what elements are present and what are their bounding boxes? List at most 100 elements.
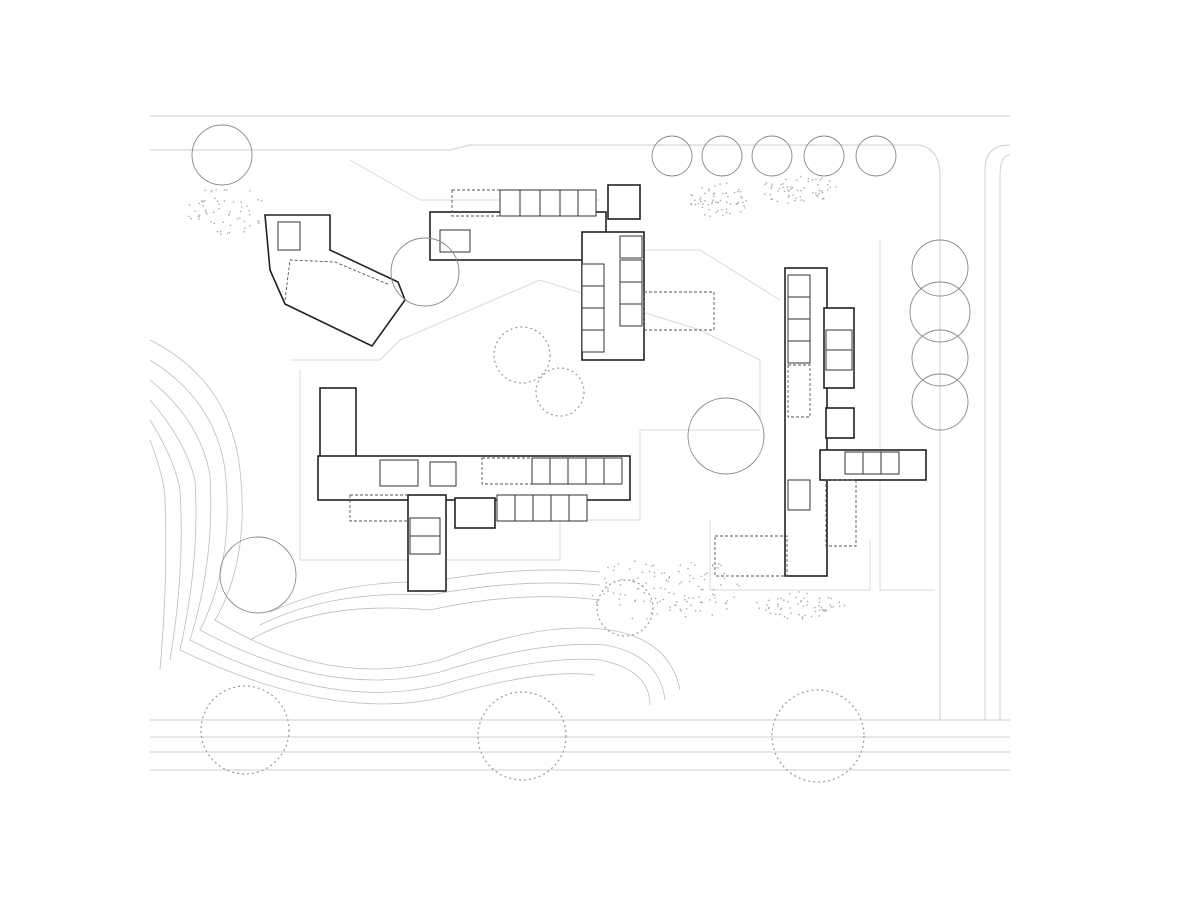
shrub-dot	[204, 189, 206, 192]
shrub-dot	[816, 195, 819, 197]
shrub-dot	[814, 610, 817, 613]
shrub-dot	[721, 214, 724, 217]
shrub-dot	[663, 571, 666, 574]
shrub-dot	[198, 215, 200, 218]
shrub-dot	[729, 202, 732, 205]
shrub-dot	[188, 215, 190, 218]
shrub-dot	[795, 596, 797, 598]
shrub-dot	[769, 193, 771, 196]
shrub-dot	[737, 201, 740, 204]
shrub-dot	[607, 588, 609, 590]
shrub-dot	[727, 195, 729, 198]
shrub-dot	[725, 208, 728, 210]
shrub-dot	[595, 601, 598, 604]
shrub-dot	[689, 202, 692, 205]
shrub-dot	[787, 202, 790, 204]
shrub-dot	[689, 574, 691, 577]
shrub-dot	[222, 221, 225, 223]
shrub-dot	[205, 211, 207, 214]
building-central	[317, 387, 631, 592]
shrub-dot	[591, 594, 594, 597]
shrub-dot	[238, 217, 241, 219]
shrub-dot	[700, 197, 702, 199]
shrub-dot	[716, 201, 719, 204]
shrub-dot	[767, 607, 770, 610]
shrub-dot	[210, 189, 213, 192]
shrub-dot	[786, 617, 789, 620]
shrub-dot	[713, 594, 716, 596]
shrub-dot	[228, 231, 231, 234]
shrub-dot	[643, 591, 646, 594]
shrub-dot	[806, 604, 808, 606]
tree-icon	[911, 329, 969, 387]
shrub-stipple	[188, 175, 846, 620]
shrub-dot	[636, 588, 639, 590]
shrub-dot	[765, 609, 767, 611]
tree-icon	[911, 239, 969, 297]
tree-icon	[751, 135, 793, 177]
shrub-dot	[800, 600, 803, 602]
shrub-dot	[769, 612, 772, 615]
shrub-dot	[219, 230, 222, 233]
shrub-dot	[792, 194, 794, 196]
shrub-dot	[828, 180, 831, 182]
shrub-dot	[632, 580, 634, 583]
shrub-dot	[720, 564, 722, 567]
shrub-dot	[645, 582, 647, 584]
shrub-dot	[239, 210, 242, 213]
shrub-dot	[257, 220, 260, 223]
shrub-dot	[673, 593, 675, 595]
shrub-dot	[694, 564, 696, 566]
shrub-dot	[216, 200, 219, 203]
shrub-dot	[703, 192, 706, 195]
shrub-dot	[220, 233, 222, 236]
shrub-dot	[725, 211, 728, 214]
shrub-dot	[763, 193, 766, 195]
shrub-dot	[244, 227, 246, 229]
shrub-dot	[806, 592, 808, 595]
shrub-dot	[257, 198, 260, 201]
shrub-dot	[619, 593, 622, 596]
shrub-dot	[708, 208, 710, 211]
shrub-dot	[701, 206, 704, 209]
shrub-dot	[692, 597, 694, 600]
shrub-dot	[812, 191, 814, 194]
shrub-dot	[708, 188, 710, 190]
shrub-dot	[764, 183, 767, 186]
shrub-dot	[702, 203, 704, 205]
shrub-dot	[646, 618, 648, 620]
shrub-dot	[697, 585, 700, 588]
shrub-dot	[634, 560, 636, 562]
shrub-dot	[686, 600, 689, 603]
shrub-dot	[607, 590, 609, 593]
shrub-dot	[798, 591, 800, 593]
shrub-dot	[675, 604, 677, 607]
shrub-dot	[821, 190, 823, 192]
shrub-dot	[766, 604, 768, 607]
shrub-dot	[740, 195, 742, 198]
shrub-dot	[624, 594, 626, 596]
shrub-dot	[814, 192, 817, 195]
shrub-dot	[667, 580, 670, 583]
shrub-dot	[721, 208, 723, 211]
shrub-dot	[712, 564, 714, 566]
tree-icon	[535, 367, 585, 417]
shrub-dot	[243, 220, 246, 223]
shrub-dot	[788, 592, 791, 595]
shrub-dot	[802, 605, 805, 607]
shrub-dot	[782, 186, 784, 189]
shrub-dot	[656, 613, 659, 615]
shrub-dot	[770, 185, 773, 188]
tree-icon	[493, 326, 551, 384]
shrub-dot	[820, 177, 823, 180]
contour-lines	[149, 339, 681, 706]
shrub-dot	[212, 211, 215, 214]
shrub-dot	[721, 192, 724, 195]
shrub-dot	[656, 601, 659, 604]
shrub-dot	[727, 575, 730, 577]
shrub-dot	[830, 597, 832, 600]
shrub-dot	[719, 199, 722, 202]
shrub-dot	[829, 186, 832, 189]
shrub-dot	[243, 230, 245, 233]
